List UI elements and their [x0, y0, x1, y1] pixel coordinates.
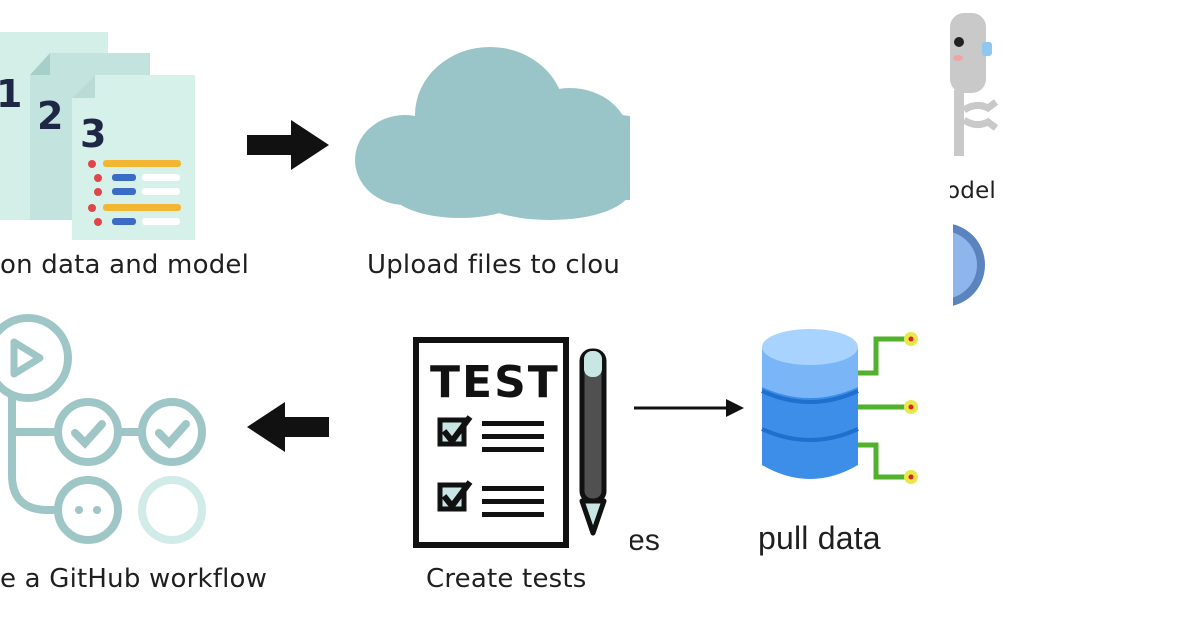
arrow-left-icon — [247, 402, 329, 452]
test-sheet-title: TEST — [430, 357, 560, 408]
test-document-icon — [413, 337, 607, 548]
upload-illustration — [350, 40, 630, 230]
partial-caption: es — [630, 524, 661, 557]
versioning-illustration: 1 2 3 — [0, 20, 210, 245]
thin-arrow-icon — [634, 399, 744, 417]
page-number-3: 3 — [80, 112, 107, 156]
pull-data-caption: pull data — [758, 520, 881, 556]
workflow-caption: e a GitHub workflow — [0, 564, 268, 594]
page-number-2: 2 — [37, 94, 64, 138]
page-number-1: 1 — [0, 72, 23, 116]
arrow-right-icon — [247, 120, 329, 170]
workflow-icon — [0, 314, 206, 544]
circle-icon — [953, 224, 985, 306]
documents-icon — [0, 32, 195, 240]
versioning-caption: on data and model — [0, 250, 250, 280]
upload-caption-clip: Upload files to clou — [365, 248, 630, 288]
upload-caption: Upload files to clou — [367, 250, 621, 280]
tests-caption: Create tests — [426, 564, 587, 594]
workflow-illustration — [0, 300, 215, 550]
model-illustration — [950, 10, 1000, 160]
test-sheet-illustration: TEST — [410, 335, 610, 550]
robot-icon — [950, 13, 999, 156]
partial-caption-clip: es — [630, 522, 680, 562]
database-icon — [761, 329, 918, 484]
cloud-icon — [355, 47, 630, 220]
model-caption: odel — [950, 178, 997, 204]
model-caption-clip: odel — [950, 176, 1010, 210]
blue-circle-partial — [953, 218, 988, 313]
